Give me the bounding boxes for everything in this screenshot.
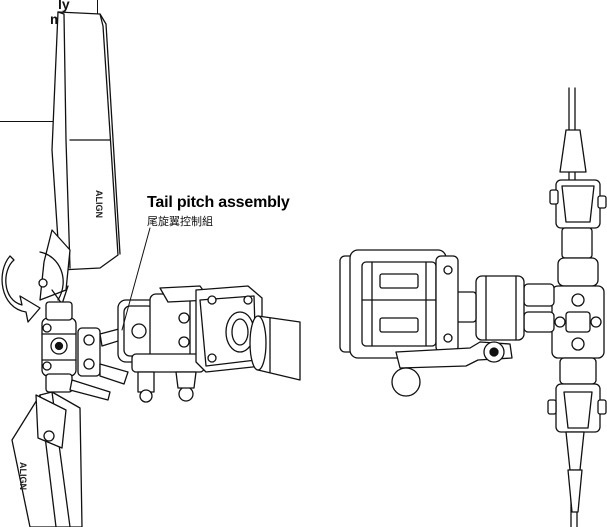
upper-blade-grip	[549, 129, 607, 287]
tail-boom	[249, 315, 301, 381]
right-control-arm	[391, 341, 513, 397]
pitch-slider-assembly	[117, 285, 211, 403]
lower-blade-grip	[547, 383, 607, 513]
callout-leader	[121, 227, 151, 331]
rotor-hub	[38, 278, 77, 442]
right-hub	[551, 285, 605, 385]
upper-blade-logo: ALIGN	[94, 190, 104, 218]
right-pitch-slider	[453, 275, 555, 341]
callout-title: Tail pitch assembly	[147, 194, 290, 211]
upper-blade: ALIGN	[51, 11, 121, 271]
pitch-links	[69, 325, 135, 401]
tail-gearbox	[195, 285, 263, 373]
lower-blade-logo: ALIGN	[18, 462, 28, 490]
callout-subtitle: 尾旋翼控制組	[147, 215, 213, 228]
rotation-arrow-icon	[1, 251, 69, 323]
note-line-1: ly	[58, 0, 70, 12]
right-gearbox	[339, 249, 459, 359]
